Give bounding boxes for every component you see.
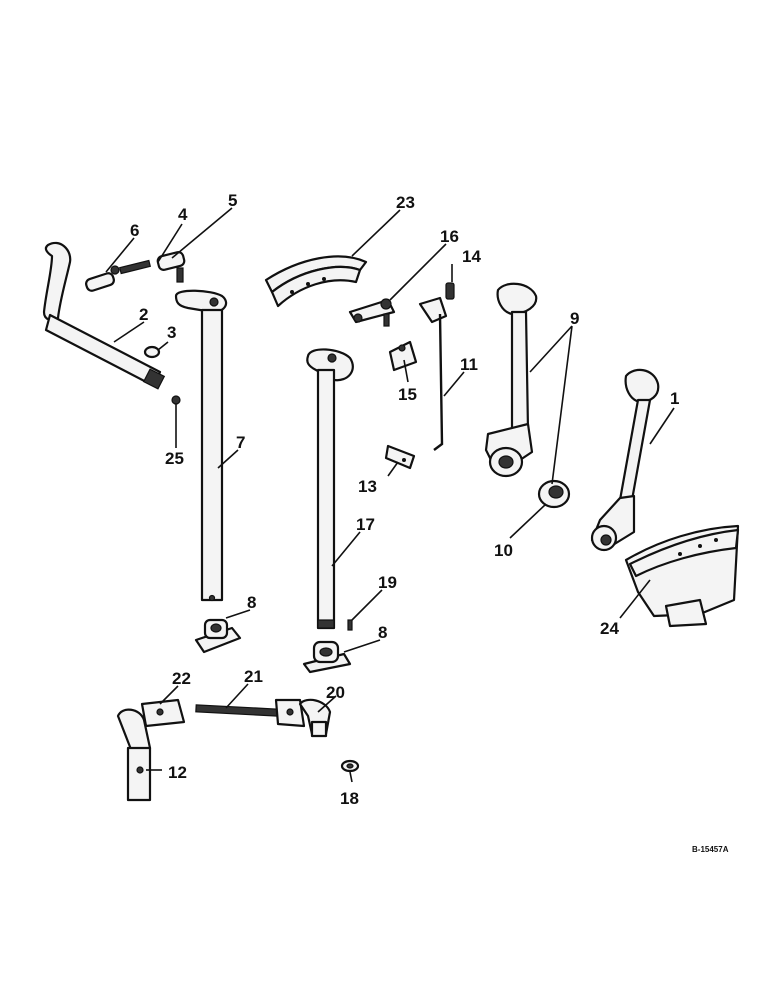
part-7-shaft (174, 289, 228, 602)
part-8-bearing-right (302, 640, 352, 674)
part-9-lever (484, 282, 538, 478)
callout-24: 24 (600, 619, 619, 638)
part-11-rod (418, 296, 448, 451)
callout-1: 1 (670, 389, 679, 408)
part-13-plate (384, 444, 416, 470)
callout-labels: 1 2 3 4 5 6 7 8 8 9 10 11 12 13 14 15 16… (130, 191, 679, 808)
part-17-shaft (306, 348, 354, 630)
callout-7: 7 (236, 433, 245, 452)
part-19-pin (347, 619, 353, 631)
callout-23: 23 (396, 193, 415, 212)
callout-18: 18 (340, 789, 359, 808)
callout-10: 10 (494, 541, 513, 560)
callout-11: 11 (460, 355, 478, 374)
part-25-screw (171, 395, 181, 405)
callout-8-right: 8 (378, 623, 387, 642)
part-2-shift-lever (42, 241, 166, 390)
part-5-fitting (156, 251, 186, 283)
leader-lines (105, 207, 675, 783)
part-3-cap (143, 345, 161, 359)
part-21-rod (195, 698, 306, 728)
part-23-quadrant (264, 255, 368, 308)
callout-13: 13 (358, 477, 377, 496)
part-10-bushing (537, 479, 571, 509)
part-6-pin (85, 265, 120, 292)
part-22-clevis (140, 698, 186, 728)
callout-12: 12 (168, 763, 187, 782)
part-18-washer (340, 759, 360, 773)
callout-4: 4 (178, 205, 188, 224)
part-1-lever (590, 368, 660, 552)
callout-5: 5 (228, 191, 237, 210)
callout-9: 9 (570, 309, 579, 328)
callout-14: 14 (462, 247, 481, 266)
part-16-bracket (348, 298, 396, 327)
callout-17: 17 (356, 515, 375, 534)
part-8-bearing-left (194, 618, 242, 654)
part-4-stud (118, 259, 152, 275)
callout-16: 16 (440, 227, 459, 246)
callout-15: 15 (398, 385, 417, 404)
drawing-number: B-15457A (692, 845, 729, 854)
part-14-spring (445, 282, 455, 300)
callout-3: 3 (167, 323, 176, 342)
callout-22: 22 (172, 669, 191, 688)
callout-6: 6 (130, 221, 139, 240)
part-24-housing (624, 524, 740, 628)
callout-25: 25 (165, 449, 184, 468)
callout-20: 20 (326, 683, 345, 702)
callout-2: 2 (139, 305, 148, 324)
part-12-arm (116, 708, 152, 802)
callout-21: 21 (244, 667, 263, 686)
callout-8-left: 8 (247, 593, 256, 612)
part-15-plate (388, 340, 418, 372)
callout-19: 19 (378, 573, 397, 592)
